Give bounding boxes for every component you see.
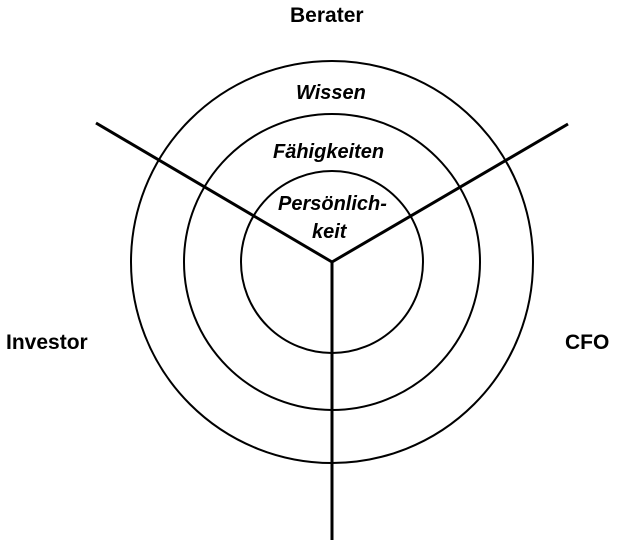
role-label-berater: Berater <box>290 4 364 27</box>
ring-label-persoenlichkeit-line2: keit <box>312 221 347 243</box>
role-label-cfo: CFO <box>565 331 610 354</box>
divider-line-left <box>95 121 333 264</box>
ring-label-persoenlichkeit-line1: Persönlich- <box>278 193 387 215</box>
ring-label-wissen: Wissen <box>296 82 366 104</box>
divider-line-right <box>331 122 569 264</box>
role-label-investor: Investor <box>6 331 88 354</box>
ring-label-faehigkeiten: Fähigkeiten <box>273 141 385 163</box>
